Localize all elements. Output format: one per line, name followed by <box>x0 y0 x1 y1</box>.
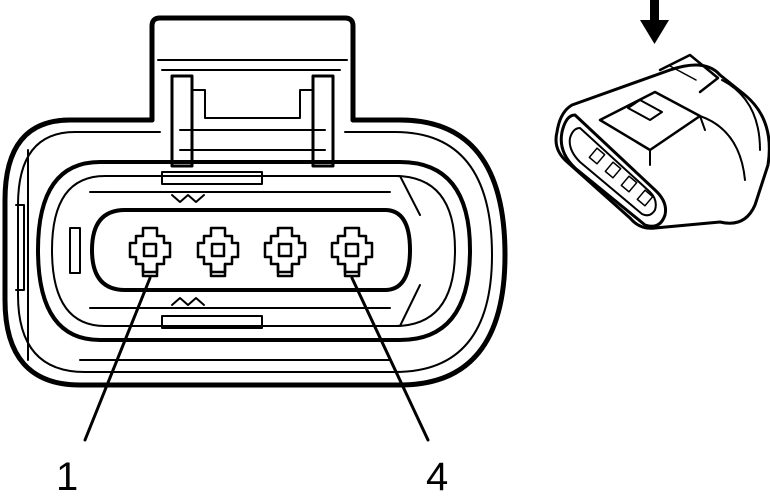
connector-iso-view <box>554 53 770 230</box>
pin-insert <box>90 208 412 292</box>
pin-label-1: 1 <box>56 455 78 499</box>
outer-housing <box>2 117 508 388</box>
pin-2 <box>196 226 240 278</box>
arrow-down-icon <box>640 0 669 44</box>
pin-4 <box>330 226 374 278</box>
locking-tab <box>149 15 356 168</box>
pin-1 <box>128 226 172 278</box>
inner-shroud <box>36 160 472 342</box>
connector-front-view <box>2 15 508 442</box>
pin-label-4: 4 <box>426 455 448 499</box>
leader-line-pin-4 <box>350 276 430 442</box>
leader-line-pin-1 <box>83 276 152 442</box>
pin-3 <box>263 226 307 278</box>
